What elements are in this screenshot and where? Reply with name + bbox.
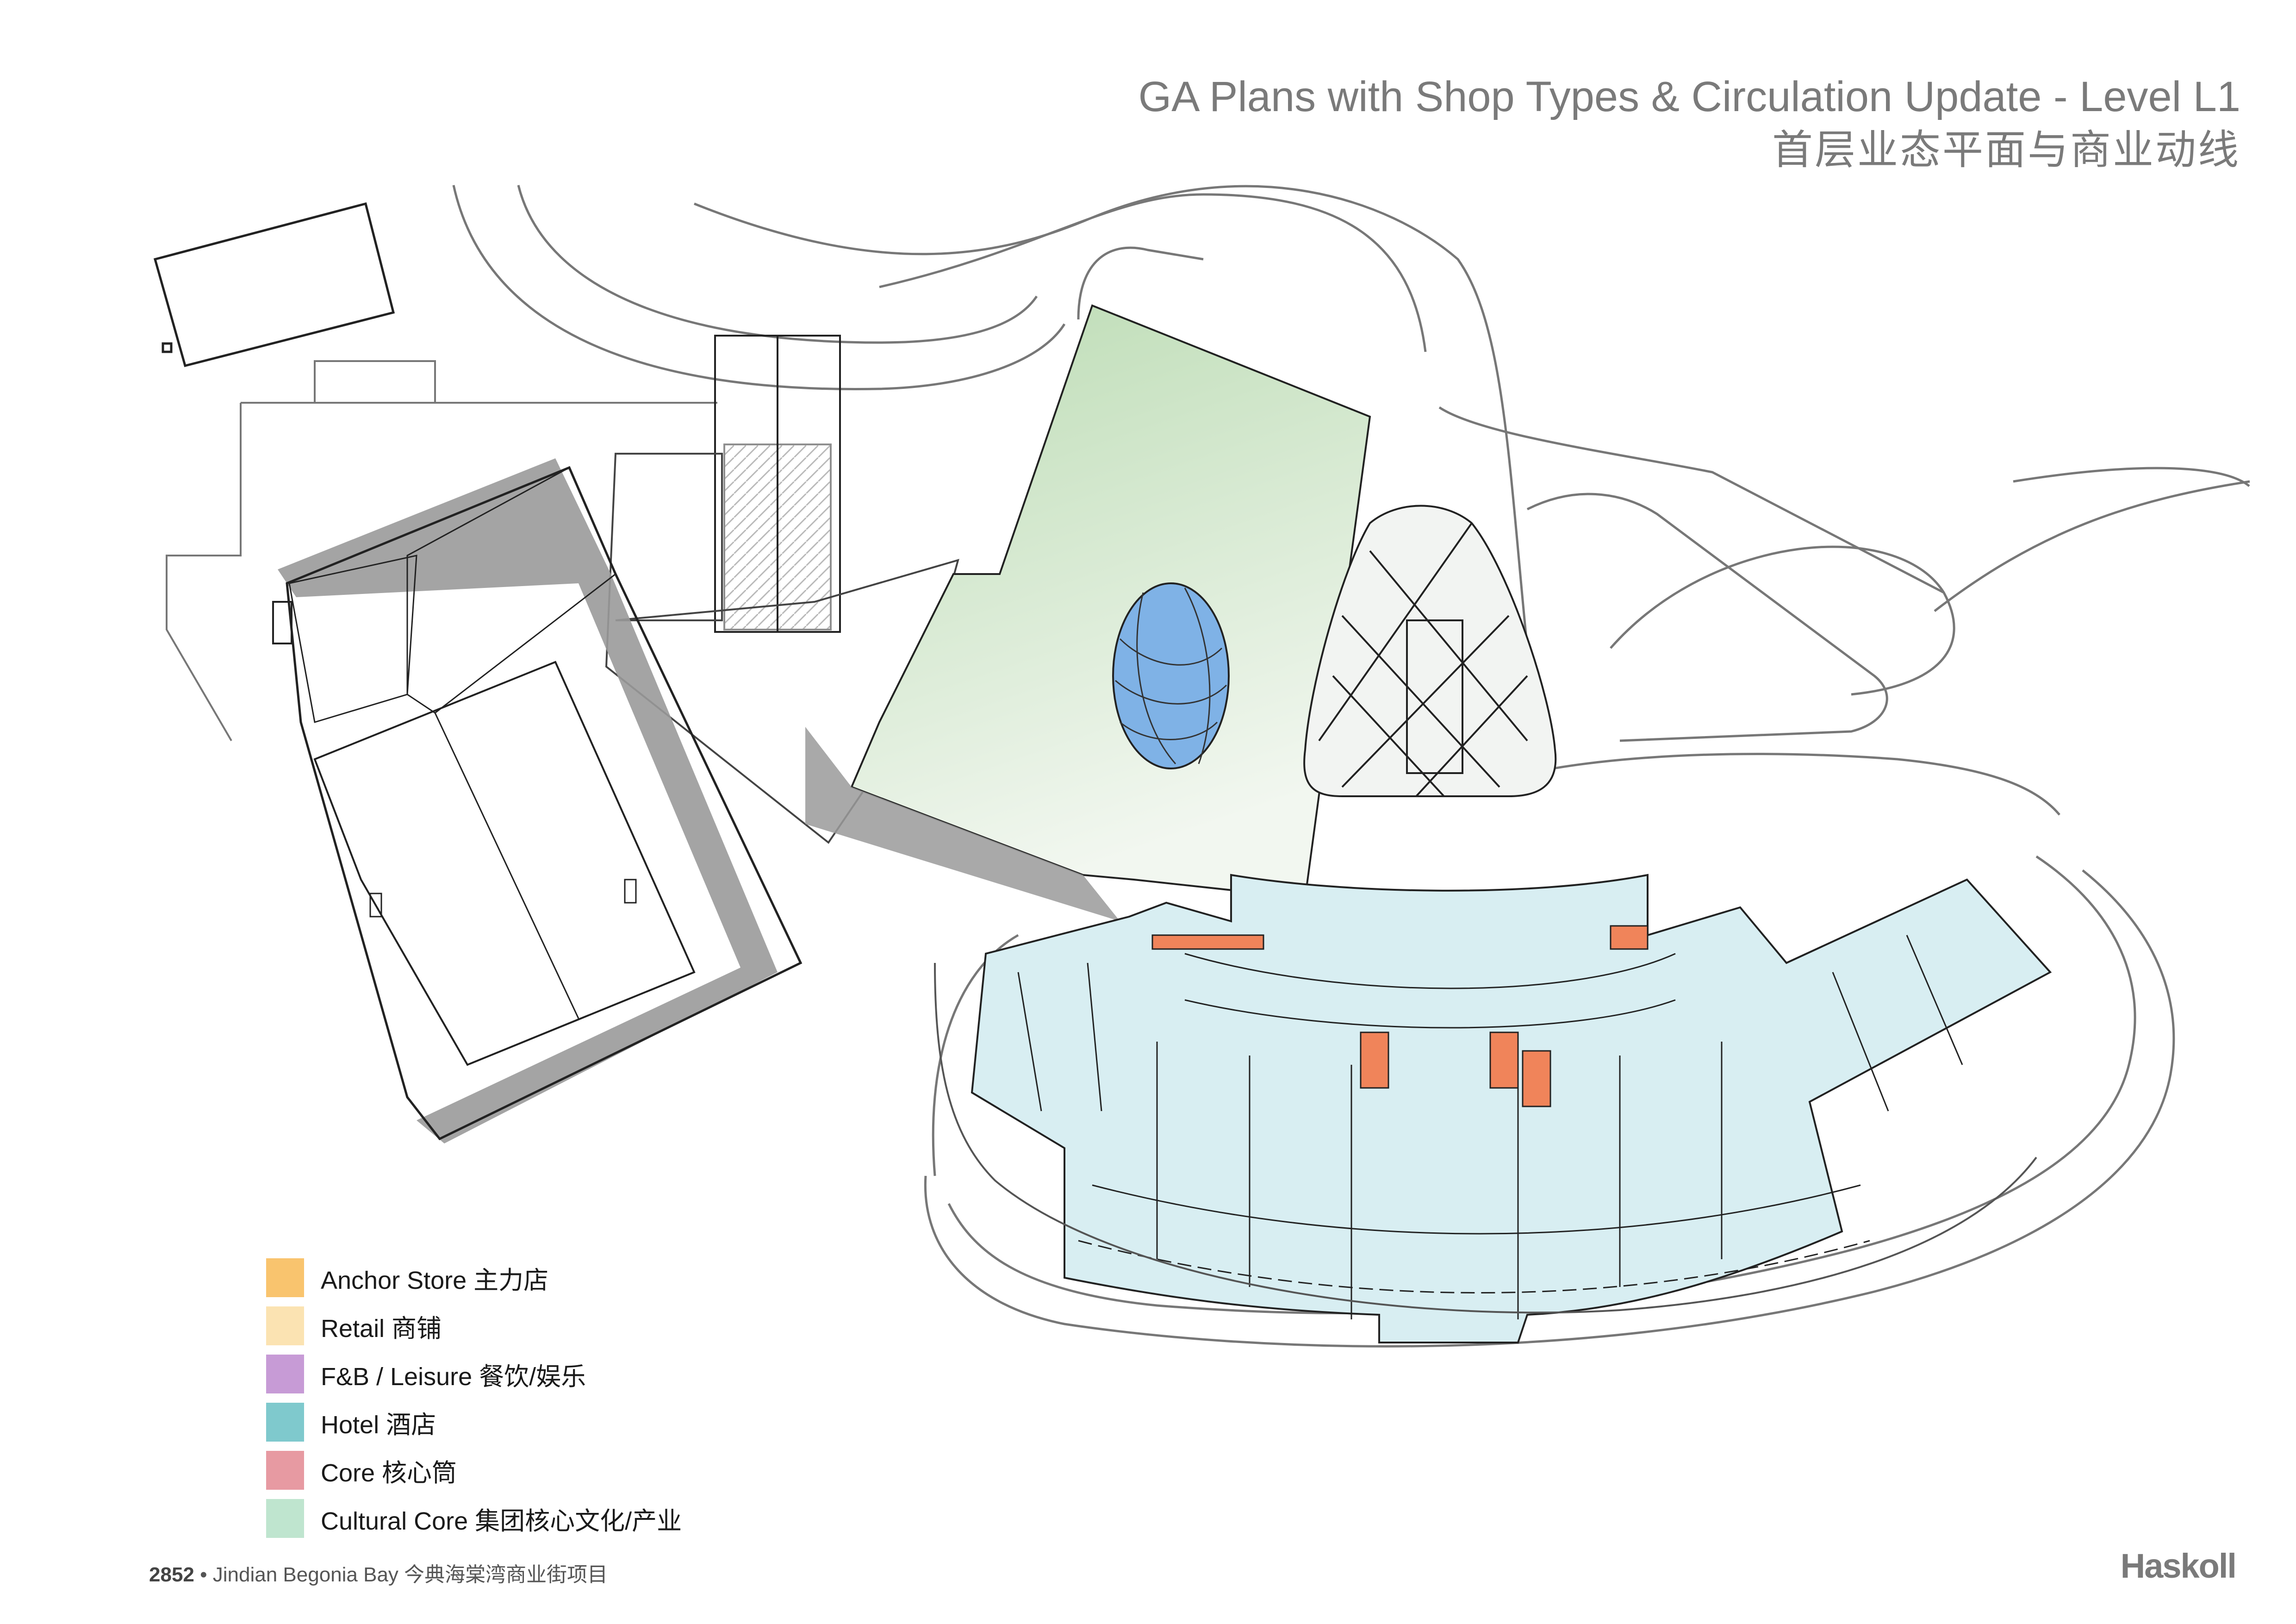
project-name: • Jindian Begonia Bay 今典海棠湾商业街项目 xyxy=(194,1563,608,1586)
legend-label: Hotel 酒店 xyxy=(321,1411,436,1439)
footer-caption: 2852 • Jindian Begonia Bay 今典海棠湾商业街项目 xyxy=(149,1558,608,1587)
legend-item-core: Core 核心筒 xyxy=(266,1446,682,1494)
swatch-core xyxy=(266,1451,304,1490)
legend-label: Core 核心筒 xyxy=(321,1459,457,1487)
legend-item-anchor-store: Anchor Store 主力店 xyxy=(266,1254,682,1302)
legend-label: Retail 商铺 xyxy=(321,1314,442,1343)
legend: Anchor Store 主力店 Retail 商铺 F&B / Leisure… xyxy=(266,1254,682,1543)
legend-label: Anchor Store 主力店 xyxy=(321,1266,549,1294)
page-title: GA Plans with Shop Types & Circulation U… xyxy=(1138,73,2240,120)
swatch-retail xyxy=(266,1306,304,1345)
legend-label: F&B / Leisure 餐饮/娱乐 xyxy=(321,1362,586,1391)
swatch-fnb-leisure xyxy=(266,1355,304,1393)
swatch-anchor-store xyxy=(266,1258,304,1297)
legend-item-cultural-core: Cultural Core 集团核心文化/产业 xyxy=(266,1494,682,1543)
cultural-plaza xyxy=(805,304,1371,921)
legend-label: Cultural Core 集团核心文化/产业 xyxy=(321,1507,682,1535)
project-number: 2852 xyxy=(149,1563,194,1586)
northwest-block xyxy=(153,202,395,368)
swatch-hotel xyxy=(266,1403,304,1442)
entrance-canopy xyxy=(1303,505,1557,797)
hotel-podium xyxy=(971,874,2052,1343)
swatch-cultural-core xyxy=(266,1499,304,1538)
west-site-outline xyxy=(166,360,717,742)
west-building xyxy=(272,453,959,1143)
legend-item-fnb-leisure: F&B / Leisure 餐饮/娱乐 xyxy=(266,1350,682,1398)
bridge-link xyxy=(714,335,841,633)
legend-item-hotel: Hotel 酒店 xyxy=(266,1398,682,1446)
legend-item-retail: Retail 商铺 xyxy=(266,1302,682,1350)
title-block: GA Plans with Shop Types & Circulation U… xyxy=(1139,69,2240,176)
south-site-boundary xyxy=(934,962,2037,1314)
access-roads xyxy=(452,185,2250,1348)
haskoll-logo: Haskoll xyxy=(2120,1547,2237,1585)
page-subtitle: 首层业态平面与商业动线 xyxy=(1772,127,2240,173)
